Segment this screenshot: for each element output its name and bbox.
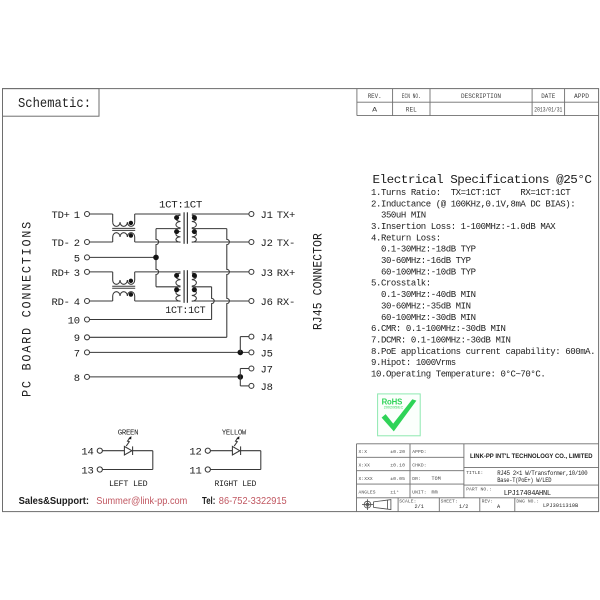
svg-text:UNIT:: UNIT: [412, 489, 426, 495]
svg-text:J1: J1 [261, 210, 273, 222]
svg-text:2/1: 2/1 [415, 504, 424, 510]
svg-text:REV.: REV. [368, 93, 382, 100]
svg-text:2013/01/31: 2013/01/31 [534, 106, 562, 113]
svg-text:9.Hipot: 1000Vrms: 9.Hipot: 1000Vrms [371, 358, 456, 368]
svg-text:LPJ3011310B: LPJ3011310B [543, 503, 578, 509]
svg-text:Electrical Specifications @25°: Electrical Specifications @25°C [373, 174, 593, 187]
svg-text:PART NO.:: PART NO.: [466, 487, 492, 493]
svg-text:1CT:1CT: 1CT:1CT [159, 199, 202, 211]
svg-text:5.Crosstalk:: 5.Crosstalk: [371, 279, 431, 289]
svg-text:6.CMR: 0.1-100MHz:-30dB MIN: 6.CMR: 0.1-100MHz:-30dB MIN [371, 324, 506, 334]
svg-text:0.1-30MHz:-40dB MIN: 0.1-30MHz:-40dB MIN [371, 290, 476, 300]
svg-text:60-100MHz:-10dB TYP: 60-100MHz:-10dB TYP [371, 267, 476, 277]
svg-text:YELLOW: YELLOW [222, 429, 247, 437]
svg-text:1.Turns Ratio: TX=1CT:1CT: 1.Turns Ratio: TX=1CT:1CT RX=1CT:1CT [371, 188, 571, 198]
svg-text:350uH MIN: 350uH MIN [371, 211, 426, 221]
svg-text:J3: J3 [261, 268, 273, 280]
svg-text:RD+: RD+ [51, 268, 69, 280]
svg-text:LEFT LED: LEFT LED [109, 479, 148, 489]
svg-text:CHKD:: CHKD: [412, 463, 426, 469]
svg-text:SCALE:: SCALE: [399, 499, 416, 505]
svg-text:RX-: RX- [277, 297, 295, 309]
svg-text:ANGLES: ANGLES [359, 489, 376, 495]
svg-text:J6: J6 [261, 297, 273, 309]
svg-text:13: 13 [81, 465, 93, 477]
svg-text:ECN NO.: ECN NO. [402, 93, 421, 100]
svg-text:86-752-3322915: 86-752-3322915 [219, 495, 287, 507]
svg-text:5: 5 [74, 253, 80, 265]
svg-text:Sales&Support:: Sales&Support: [19, 495, 89, 507]
svg-text:J2: J2 [261, 238, 273, 250]
svg-text:10: 10 [68, 315, 80, 327]
svg-text:RD-: RD- [51, 297, 69, 309]
svg-text:±0.10: ±0.10 [390, 463, 405, 469]
svg-text:GREEN: GREEN [118, 429, 139, 437]
svg-text:LPJ17404AHNL: LPJ17404AHNL [504, 490, 552, 498]
svg-text:12: 12 [189, 447, 201, 459]
svg-text:RoHS: RoHS [382, 397, 403, 406]
svg-text:J8: J8 [261, 382, 273, 394]
svg-text:3.Insertion Loss: 1-100MHz:-1.: 3.Insertion Loss: 1-100MHz:-1.0dB MAX [371, 222, 556, 232]
svg-text:A: A [372, 106, 377, 113]
svg-text:RIGHT LED: RIGHT LED [214, 479, 256, 489]
svg-text:10.Operating Temperature: 0°C~: 10.Operating Temperature: 0°C~70°C. [371, 370, 545, 380]
svg-text:X:XXX: X:XXX [359, 476, 373, 482]
svg-text:1: 1 [74, 210, 80, 222]
svg-text:2: 2 [74, 238, 80, 250]
svg-text:DATE: DATE [541, 93, 555, 100]
svg-text:2002/95/EC: 2002/95/EC [384, 405, 404, 409]
svg-text:TOM: TOM [432, 476, 441, 482]
svg-text:APPD: APPD [574, 93, 589, 100]
svg-text:14: 14 [81, 447, 93, 459]
svg-text:PC BOARD CONNECTIONS: PC BOARD CONNECTIONS [20, 220, 35, 397]
svg-text:LINK-PP INT'L TECHNOLOGY CO.,: LINK-PP INT'L TECHNOLOGY CO., LIMITED [470, 453, 593, 460]
svg-text:J5: J5 [261, 348, 273, 360]
svg-text:11: 11 [189, 465, 201, 477]
svg-text:DR:: DR: [412, 476, 421, 482]
svg-text:±1°: ±1° [390, 489, 399, 495]
svg-text:J4: J4 [261, 333, 273, 345]
svg-text:8: 8 [74, 373, 80, 385]
svg-text:DESCRIPTION: DESCRIPTION [461, 93, 501, 100]
svg-text:TX-: TX- [277, 238, 295, 250]
svg-text:4.Return Loss:: 4.Return Loss: [371, 233, 441, 243]
svg-text:±0.20: ±0.20 [390, 449, 405, 455]
svg-text:1/2: 1/2 [459, 504, 468, 510]
svg-text:60-100MHz:-30dB MIN: 60-100MHz:-30dB MIN [371, 313, 476, 323]
svg-text:8.PoE applications current cap: 8.PoE applications current capability: 6… [371, 347, 595, 357]
svg-text:30-60MHz:-35dB MIN: 30-60MHz:-35dB MIN [371, 301, 471, 311]
svg-text:7.DCMR: 0.1-100MHz:-30dB MIN: 7.DCMR: 0.1-100MHz:-30dB MIN [371, 335, 510, 345]
svg-text:DWG NO.:: DWG NO.: [516, 499, 539, 505]
svg-text:mm: mm [432, 489, 438, 495]
svg-text:9: 9 [74, 333, 80, 345]
svg-text:TD-: TD- [51, 238, 69, 250]
svg-text:30-60MHz:-16dB TYP: 30-60MHz:-16dB TYP [371, 256, 471, 266]
svg-text:RX+: RX+ [277, 268, 295, 280]
svg-text:7: 7 [74, 348, 80, 360]
svg-text:±0.05: ±0.05 [390, 476, 405, 482]
svg-text:TX+: TX+ [277, 210, 295, 222]
svg-text:J7: J7 [261, 364, 273, 376]
svg-text:0.1-30MHz:-18dB TYP: 0.1-30MHz:-18dB TYP [371, 245, 476, 255]
svg-text:A: A [497, 504, 501, 510]
svg-text:X:X: X:X [359, 449, 368, 455]
svg-text:REV:: REV: [482, 499, 493, 505]
svg-text:APPD:: APPD: [412, 449, 426, 455]
svg-text:TD+: TD+ [51, 210, 69, 222]
svg-text:RJ45 CONNECTOR: RJ45 CONNECTOR [311, 233, 326, 330]
svg-text:SHEET:: SHEET: [441, 499, 458, 505]
svg-text:2.Inductance (@ 100KHz,0.1V,8m: 2.Inductance (@ 100KHz,0.1V,8mA DC BIAS)… [371, 199, 575, 209]
svg-text:TITLE:: TITLE: [466, 470, 483, 476]
svg-text:Summer@link-pp.com: Summer@link-pp.com [96, 495, 187, 507]
svg-text:3: 3 [74, 268, 80, 280]
svg-text:REL: REL [406, 106, 417, 113]
svg-text:X:XX: X:XX [359, 463, 371, 469]
svg-text:Tel:: Tel: [202, 495, 215, 507]
svg-text:RJ45 2×1 W/Transformer,10/100: RJ45 2×1 W/Transformer,10/100 [497, 470, 588, 477]
svg-text:Base-T(PoE+) W/LED: Base-T(PoE+) W/LED [497, 477, 552, 484]
svg-text:1CT:1CT: 1CT:1CT [165, 305, 205, 317]
svg-text:4: 4 [74, 297, 80, 309]
svg-text:Schematic:: Schematic: [18, 96, 91, 112]
